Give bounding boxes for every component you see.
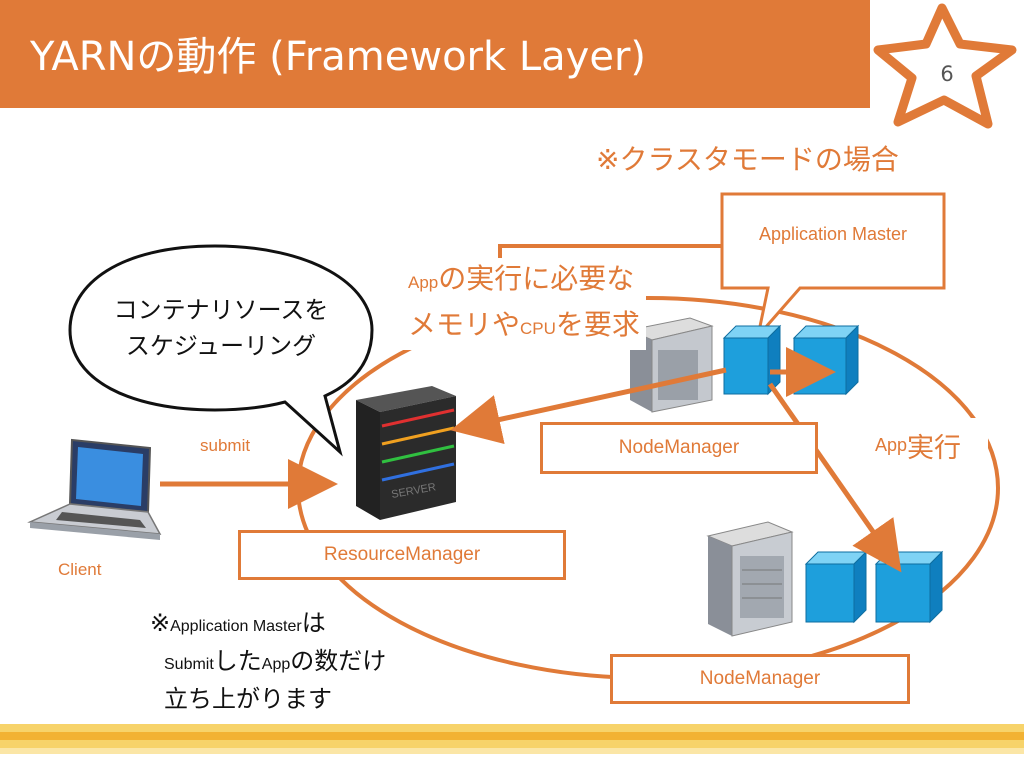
speech-bubble (68, 244, 374, 457)
node-manager-top-box: NodeManager (540, 422, 818, 474)
title-bar (0, 0, 870, 108)
node-server-top-icon (628, 317, 714, 413)
bubble-line-2: スケジューリング (125, 332, 317, 360)
star-logo-icon (873, 3, 1017, 129)
application-master-label: Application Master (758, 224, 908, 244)
resource-manager-box: ResourceManager (238, 530, 566, 580)
request-arrow (450, 367, 727, 445)
node-manager-bottom-label: NodeManager (699, 668, 821, 689)
resource-manager-label: ResourceManager (323, 544, 481, 565)
request-note-cpu: CPU (520, 319, 556, 338)
container-top-2-icon (792, 324, 860, 396)
node-manager-top-label: NodeManager (618, 437, 740, 458)
request-note-line1: の実行に必要な (438, 262, 635, 295)
resource-manager-server-icon: SERVER (356, 386, 456, 520)
request-note-app: App (408, 273, 439, 292)
request-note-line2-post: を要求 (555, 308, 640, 341)
node-server-bottom-icon (706, 521, 794, 637)
speech-bubble-text: コンテナリソースを スケジューリング (70, 292, 372, 364)
cluster-mode-note: ※クラスタモードの場合 (596, 143, 899, 176)
laptop-icon (27, 438, 162, 540)
request-note-line2-pre: メモリや (408, 308, 521, 341)
exec-arrow-bottom (767, 382, 902, 573)
container-bottom-1-icon (804, 550, 868, 624)
bubble-line-1: コンテナリソースを (113, 296, 329, 324)
page-number: 6 (940, 62, 954, 86)
node-manager-bottom-box: NodeManager (610, 654, 910, 704)
container-bottom-2-icon (874, 550, 944, 624)
page-title: YARNの動作 (Framework Layer) (30, 34, 646, 80)
footnote: ※Application Masterは SubmitしたAppの数だけ 立ち上… (150, 609, 387, 713)
container-am-icon (722, 324, 782, 396)
request-note: Appの実行に必要な メモリやCPUを要求 (402, 258, 646, 350)
submit-label: submit (200, 436, 251, 455)
application-master-callout (720, 192, 946, 342)
client-label: Client (58, 560, 102, 579)
